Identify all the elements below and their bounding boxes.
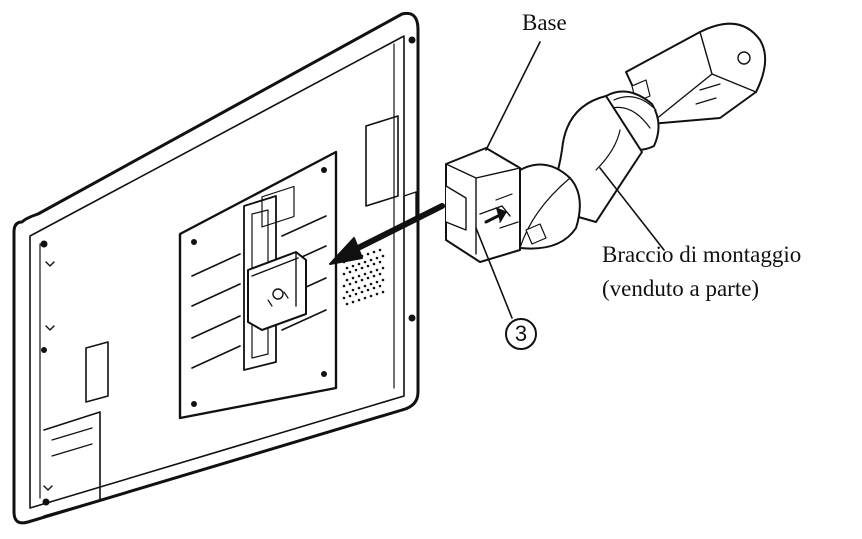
grille-dot (342, 284, 346, 288)
grille-dot (369, 270, 373, 274)
leader-base (485, 41, 541, 151)
grille-dot (354, 280, 358, 284)
monitor-bevel (39, 43, 395, 499)
grille-dot (369, 282, 373, 286)
grille-dot (351, 276, 355, 280)
grille-dot (351, 300, 355, 304)
monitor-left-connector (43, 411, 101, 517)
mount-clip (247, 185, 307, 331)
grille-dot (348, 294, 352, 298)
leader-step3 (475, 227, 513, 319)
grille-dot (360, 266, 364, 270)
arm-label-line1: Braccio di montaggio (602, 242, 802, 267)
grille-dot (372, 274, 376, 278)
grille-dot (357, 298, 361, 302)
plate-screws (191, 167, 327, 407)
grille-dot (378, 260, 382, 264)
grille-dot (369, 258, 373, 262)
monitor-back (12, 11, 420, 525)
mounting-arm (502, 22, 767, 250)
grille-dot (363, 260, 367, 264)
grille-dot (345, 290, 349, 294)
grille-dot (375, 268, 379, 272)
speaker-grille (342, 248, 385, 306)
grille-dot (366, 288, 370, 292)
grille-dot (354, 268, 358, 272)
monitor-screws (40, 36, 416, 506)
mounting-plate (178, 150, 338, 420)
grille-dot (351, 288, 355, 292)
grille-dot (372, 286, 376, 290)
grille-dot (345, 266, 349, 270)
arm-label-line2: (venduto a parte) (602, 276, 760, 301)
grille-dot (342, 272, 346, 276)
base-label: Base (522, 10, 567, 35)
grille-dot (372, 262, 376, 266)
leader-lines (475, 41, 665, 319)
grille-dot (357, 274, 361, 278)
monitor-markers (43, 261, 55, 491)
grille-dot (348, 270, 352, 274)
insertion-arrow (329, 203, 445, 265)
grille-dot (348, 282, 352, 286)
grille-dot (366, 276, 370, 280)
leader-arm (599, 167, 665, 251)
grille-dot (375, 256, 379, 260)
grille-dot (378, 248, 382, 252)
grille-dot (378, 284, 382, 288)
grille-dot (363, 284, 367, 288)
grille-dot (345, 278, 349, 282)
grille-dot (381, 254, 385, 258)
monitor-outer-frame (12, 11, 420, 525)
guide-channel (243, 195, 277, 371)
grille-dot (381, 290, 385, 294)
base-piece (445, 147, 547, 263)
grille-dot (345, 302, 349, 306)
grille-dot (381, 266, 385, 270)
grille-dot (381, 278, 385, 282)
grille-dot (357, 286, 361, 290)
monitor-inner-frame (29, 35, 405, 509)
grille-dot (366, 264, 370, 268)
grille-dot (375, 292, 379, 296)
grille-dot (342, 296, 346, 300)
grille-dot (366, 252, 370, 256)
grille-dot (357, 262, 361, 266)
grille-dot (378, 272, 382, 276)
monitor-side-bracket (85, 341, 109, 403)
grille-dot (363, 272, 367, 276)
grille-dot (351, 264, 355, 268)
step-number-badge: 3 (505, 318, 537, 350)
monitor-right-bracket (365, 115, 399, 207)
grille-dot (375, 280, 379, 284)
grille-dot (360, 290, 364, 294)
grille-dot (360, 278, 364, 282)
grille-dot (363, 296, 367, 300)
grille-dot (372, 250, 376, 254)
grille-dot (369, 294, 373, 298)
grille-dot (354, 292, 358, 296)
